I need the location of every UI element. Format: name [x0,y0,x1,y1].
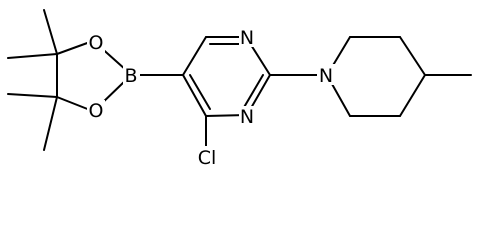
atom-n3-text: N [240,106,254,128]
bond-cc-cd [399,74,426,117]
bond-methyl-3 [7,93,58,98]
bond-o2-c [56,96,91,111]
atom-b-text: B [124,65,137,87]
bond-methyl-2 [7,53,58,59]
double-bond-c2-n3 [242,74,264,110]
bond-ce-npip [331,83,351,117]
bond-o1-c [56,41,91,55]
atom-label-cl: Cl [194,146,220,169]
atom-cl-text: Cl [198,147,217,169]
bond-methyl-4 [43,96,58,151]
atom-label-b: B [123,65,140,87]
atom-o1-text: O [89,32,104,54]
atom-label-n1: N [239,27,255,49]
bond-methyl-1 [43,9,58,55]
atom-label-o1: O [87,32,105,54]
atom-npip-text: N [319,65,333,87]
dioxaborolane-ring [7,9,127,151]
bond-npip-ca [331,36,351,68]
bond-c5-c6 [182,36,207,76]
piperidine-ring [331,36,472,117]
atom-label-n3: N [239,106,255,128]
double-bond-c4-c5 [189,74,211,110]
atom-o2-text: O [89,100,104,122]
bond-c4-c5 [182,74,207,117]
atom-n1-text: N [240,27,254,49]
molecule-structure-diagram: N N Cl B O O N [7,9,472,169]
atom-label-o2: O [87,100,105,122]
bond-cb-cc [399,36,426,76]
pyrimidine-ring [182,36,271,117]
atom-label-n-piperidine: N [317,64,335,87]
